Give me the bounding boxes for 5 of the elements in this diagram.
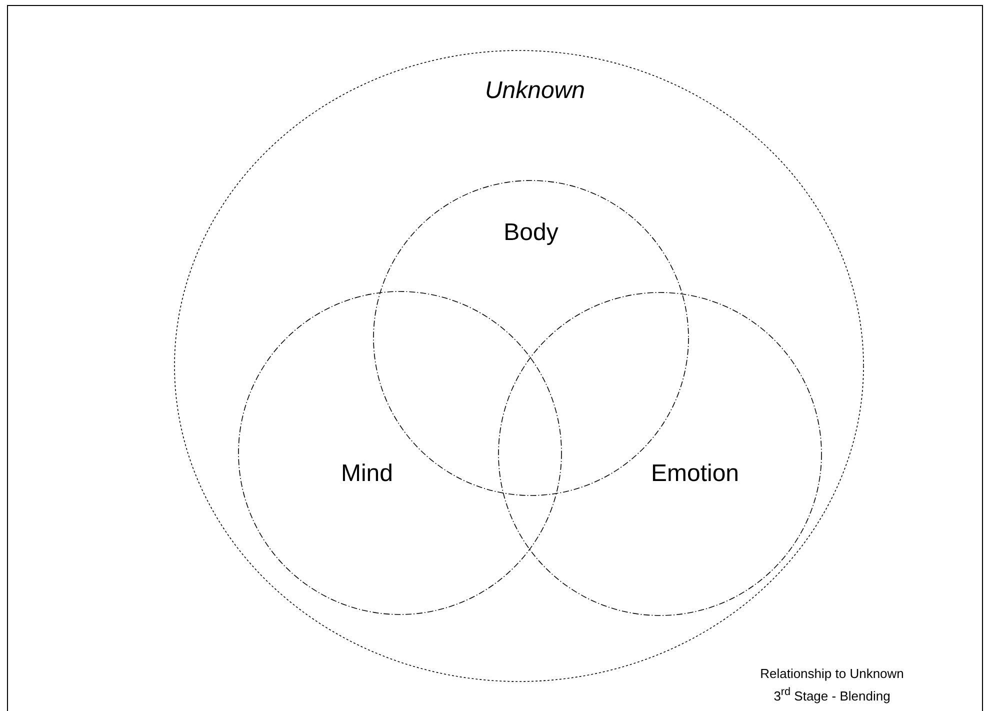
circle-label: Mind	[340, 460, 394, 488]
circle-label: Emotion	[650, 460, 740, 488]
circle-label: Body	[504, 219, 558, 247]
note-text: Relationship to Unknown 3$^{rd}$ Stage - Blending	[759, 665, 905, 706]
circle-label: Unknown	[484, 77, 586, 105]
